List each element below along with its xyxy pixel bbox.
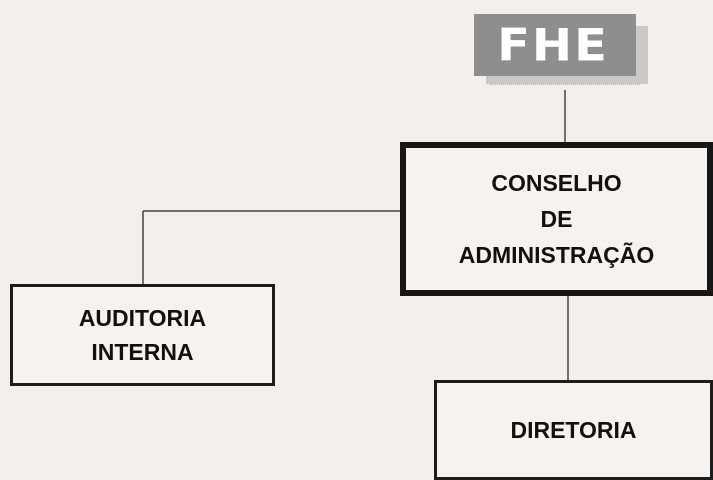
directorate-label-line-1: DIRETORIA bbox=[510, 417, 637, 443]
audit-label-line-1: AUDITORIA bbox=[78, 305, 207, 331]
board-label: CONSELHO DE ADMINISTRAÇÃO bbox=[459, 165, 655, 273]
directorate-label: DIRETORIA bbox=[510, 413, 636, 447]
directorate-box: DIRETORIA bbox=[434, 380, 713, 480]
board-label-line-2: DE bbox=[540, 206, 573, 232]
board-of-directors-box: CONSELHO DE ADMINISTRAÇÃO bbox=[400, 142, 713, 296]
board-label-line-1: CONSELHO bbox=[491, 170, 622, 196]
audit-label: AUDITORIA INTERNA bbox=[79, 301, 206, 369]
audit-label-line-2: INTERNA bbox=[91, 339, 194, 365]
internal-audit-box: AUDITORIA INTERNA bbox=[10, 284, 275, 386]
logo-text: FHE bbox=[497, 20, 609, 72]
fhe-logo: FHE bbox=[472, 12, 652, 90]
logo-plate bbox=[474, 14, 636, 76]
board-label-line-3: ADMINISTRAÇÃO bbox=[458, 242, 655, 268]
logo-tagline bbox=[490, 84, 640, 88]
